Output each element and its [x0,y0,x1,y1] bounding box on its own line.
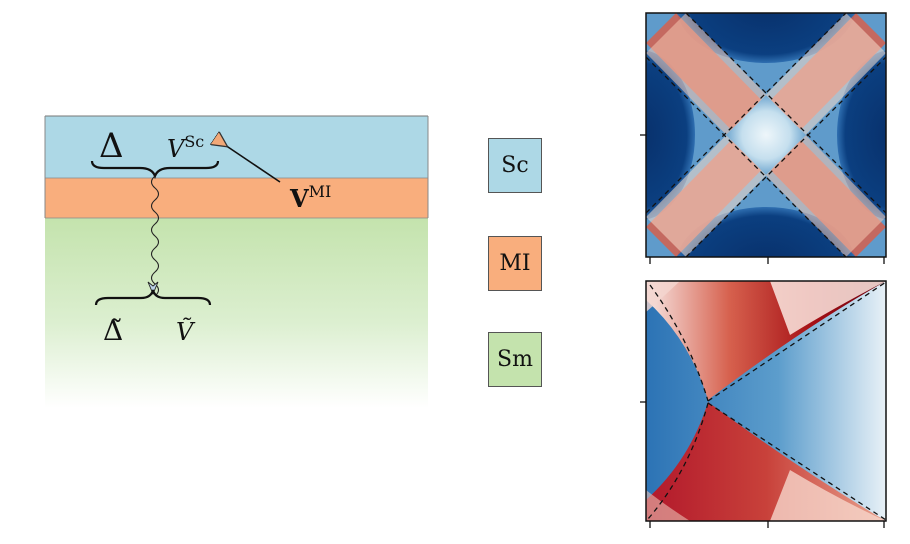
top-dashed-2 [685,13,886,214]
delta-tilde-label: Δ̃ [103,314,123,347]
legend-mi: MI [488,236,542,291]
top-dashed-1 [646,56,847,257]
top-dashed-3 [646,13,847,214]
bottom-dashed-curve-left-top [649,284,709,402]
bottom-dashed-curve-left-bottom [647,402,709,520]
top-heatmap-blob-left [646,50,695,220]
bottom-heatmap-edge-bottom [646,490,690,521]
mi-layer [45,178,428,218]
legend-sm-label: Sm [497,347,533,372]
v-sc-label: VSc [167,132,204,163]
bottom-heatmap-lobe-upper-fade [770,281,886,335]
delta-label: Δ [99,126,124,166]
v-tilde-label: Ṽ [176,317,196,346]
vmi-label: VMI [289,182,331,213]
top-heatmap [646,13,886,257]
legend-mi-label: MI [499,251,531,276]
proximity-wavy-line [150,175,160,297]
bottom-heatmap-edge-top [646,281,680,312]
legend-sc-label: Sc [501,153,529,178]
layer-stack [44,115,429,408]
top-heatmap-center [726,95,806,175]
wavy-arrowhead [147,281,159,296]
top-dashed-4 [685,56,886,257]
bottom-brace [94,289,212,306]
coupling-arrow [225,145,281,183]
sm-layer [45,218,428,408]
bottom-heatmap-lobe-lower-fade [770,470,886,521]
bottom-heatmap [646,281,886,521]
legend-sm: Sm [488,332,542,387]
bottom-heatmap-frame [645,280,887,522]
top-heatmap-blob-right [837,50,886,220]
legend-sc: Sc [488,138,542,193]
